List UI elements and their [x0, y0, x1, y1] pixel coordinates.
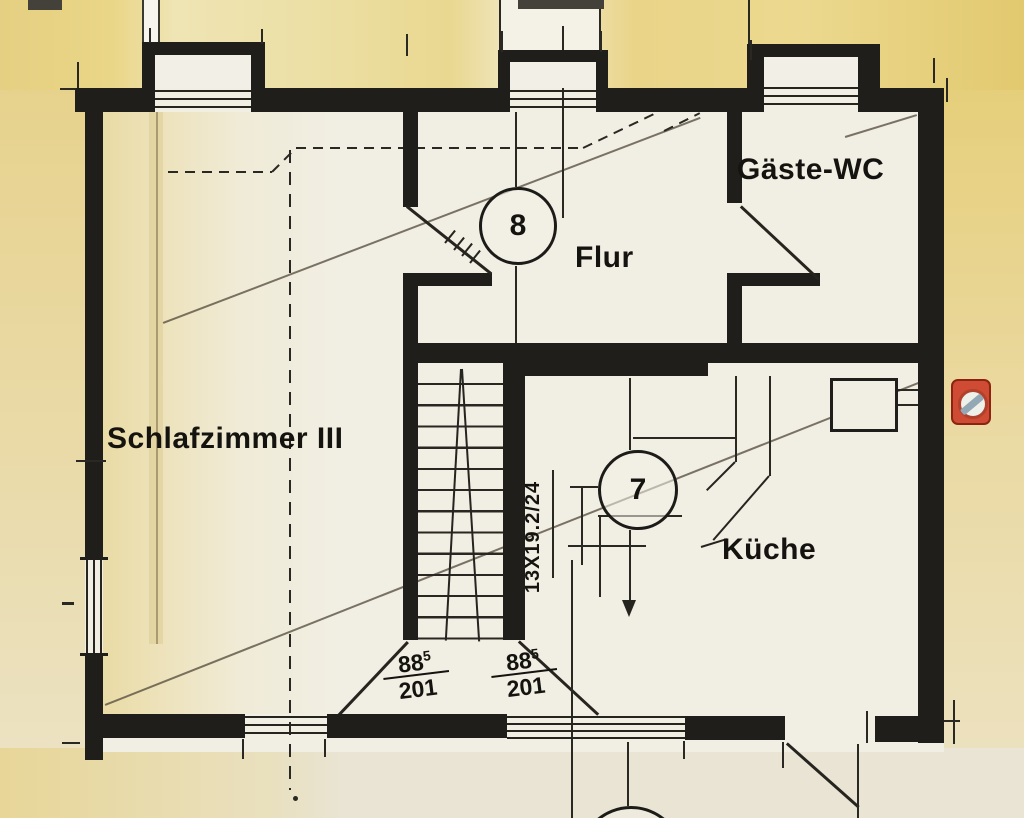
door-dimension-right: 885 201 — [488, 640, 561, 703]
tick — [933, 58, 935, 83]
paper-left-margin — [0, 90, 90, 818]
stair-arrow-head-icon — [622, 600, 636, 617]
partition-stub — [727, 273, 820, 286]
extension-line — [599, 0, 601, 53]
window-bottom-entry — [507, 716, 685, 740]
flue-outline — [769, 376, 771, 476]
window-sill-cap — [80, 653, 108, 656]
window-glazing — [155, 90, 251, 110]
circle7-leader-top — [629, 378, 631, 450]
tick — [953, 700, 955, 744]
duct-connector — [898, 404, 918, 406]
tick — [261, 29, 263, 44]
room-label-hall: Flur — [575, 241, 634, 274]
stair-treads — [418, 364, 503, 642]
tick — [62, 742, 80, 744]
tick — [946, 78, 948, 102]
extension-line — [499, 0, 501, 53]
no-entry-stamp-icon — [951, 379, 991, 425]
window-left-wall — [86, 560, 102, 656]
window-glazing — [764, 87, 858, 105]
tick — [149, 28, 151, 43]
paper-fold-line — [156, 112, 158, 644]
kitchen-line — [633, 437, 735, 439]
kitchen-line — [570, 486, 598, 488]
tick — [62, 602, 74, 605]
axis-dash-line — [289, 150, 291, 790]
outer-wall-bottom — [85, 714, 245, 738]
outer-wall-top — [596, 88, 764, 112]
paper-right-margin — [944, 90, 1024, 818]
tick — [866, 711, 868, 743]
tick — [944, 720, 960, 722]
tick — [600, 31, 602, 52]
window-bottom-bedroom — [245, 716, 327, 738]
stair-dimension-line — [552, 470, 554, 578]
roof-dashed-line — [296, 147, 583, 149]
outer-wall-left-foot — [85, 740, 103, 760]
circle-number: 7 — [629, 473, 647, 506]
tick — [60, 88, 76, 90]
partition-bedroom-hall — [403, 112, 418, 207]
outer-wall-bottom — [327, 714, 507, 738]
partition-hall-wc — [727, 273, 742, 343]
circle-number: 8 — [509, 209, 527, 242]
tick — [77, 62, 79, 88]
partition-hall-wc — [727, 112, 742, 203]
position-circle-kitchen: 7 — [598, 450, 678, 530]
flue-outline — [735, 376, 737, 462]
tick — [324, 739, 326, 757]
window-center-line — [562, 26, 564, 218]
extension-line — [748, 0, 750, 57]
room-label-wc: Gäste-WC — [737, 153, 885, 186]
outer-wall-top — [251, 88, 510, 112]
room-label-kitchen: Küche — [722, 533, 817, 566]
outer-wall-bottom — [685, 716, 785, 740]
wall-stairwell-right — [503, 361, 525, 640]
wall-kitchen-north — [503, 361, 708, 376]
tick — [750, 40, 752, 60]
window-glazing — [510, 90, 596, 110]
partition-stub — [403, 273, 492, 286]
stamp-slash — [959, 393, 985, 416]
window-bay-hall — [498, 50, 608, 88]
section-line — [571, 560, 573, 818]
wall-hall-south — [403, 343, 944, 363]
tick — [501, 31, 503, 52]
partition-bedroom-hall — [403, 273, 418, 640]
kitchen-line — [581, 487, 583, 565]
lower-circle-leader — [627, 742, 629, 806]
tick — [406, 34, 408, 56]
scan-bar-artifact — [518, 0, 604, 9]
duct-shaft-box — [830, 378, 898, 432]
outer-wall-left — [85, 100, 103, 560]
kitchen-line — [599, 517, 601, 597]
stair-spec-text: 13X19.2/24 — [522, 480, 544, 594]
stair-arrow-line — [629, 530, 631, 602]
duct-connector — [898, 389, 918, 391]
tick — [782, 742, 784, 768]
window-sill-cap — [80, 557, 108, 560]
axis-dot — [293, 796, 298, 801]
tick — [857, 744, 859, 818]
tape-strip-artifact — [142, 0, 160, 44]
circle8-leader-top — [515, 112, 517, 187]
position-circle-hall: 8 — [479, 187, 557, 265]
window-bay-wc — [747, 44, 880, 88]
paper-bottom-left-patch — [0, 748, 340, 818]
bedroom-yellow-tint — [103, 112, 403, 714]
door-dimension-left: 885 201 — [380, 642, 453, 705]
outer-wall-right — [918, 100, 944, 743]
tick — [76, 460, 106, 462]
circle8-leader-bottom — [515, 266, 517, 344]
roof-dashed-line — [168, 171, 272, 173]
kitchen-line — [568, 545, 646, 547]
outer-wall-bottom-corner — [875, 716, 944, 742]
stamp-ring — [958, 389, 988, 419]
room-label-bedroom: Schlafzimmer III — [107, 422, 344, 455]
tick — [242, 739, 244, 759]
window-bay-bedroom — [142, 42, 265, 88]
tick — [683, 741, 685, 759]
scan-blob-artifact — [28, 0, 62, 10]
